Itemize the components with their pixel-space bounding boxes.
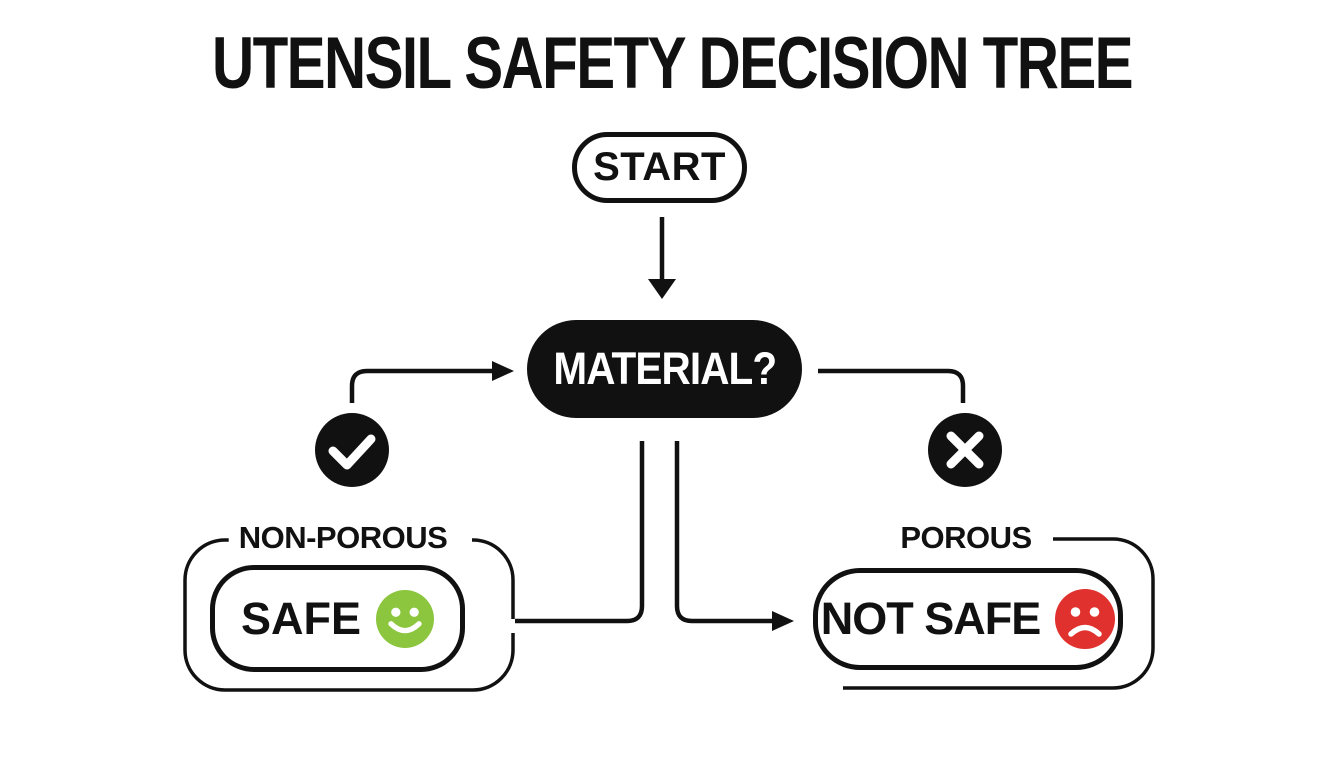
material-to-notsafe-connector	[674, 441, 773, 624]
nonporous-to-material-connector	[349, 368, 493, 403]
porous-branch-label: POROUS	[890, 520, 1042, 556]
page-title-text: UTENSIL SAFETY DECISION TREE	[211, 23, 1134, 104]
material-to-porous-connector	[818, 368, 966, 403]
check-circle-icon	[315, 413, 389, 487]
x-circle-icon	[928, 413, 1002, 487]
frowny-face-icon	[1055, 589, 1116, 649]
porous-group-outline	[843, 537, 1155, 690]
start-node-label: START	[593, 145, 726, 189]
arrowhead-right-icon	[492, 361, 514, 381]
smiley-face-icon	[376, 589, 434, 648]
nonporous-group-outline	[183, 538, 515, 692]
arrowhead-right-icon	[772, 611, 794, 631]
nonporous-branch-label: NON-POROUS	[228, 520, 458, 556]
safe-result-label: SAFE	[240, 592, 361, 644]
material-decision-label: MATERIAL?	[553, 343, 777, 394]
material-to-safe-connector	[515, 441, 645, 624]
notsafe-result-node: NOT SAFE	[813, 568, 1123, 670]
safe-result-node: SAFE	[210, 565, 465, 672]
page-title: UTENSIL SAFETY DECISION TREE	[0, 22, 1344, 105]
arrowhead-down-icon	[648, 279, 676, 299]
start-node: START	[572, 132, 747, 203]
notsafe-result-label: NOT SAFE	[820, 593, 1042, 644]
material-decision-node: MATERIAL?	[527, 320, 802, 418]
